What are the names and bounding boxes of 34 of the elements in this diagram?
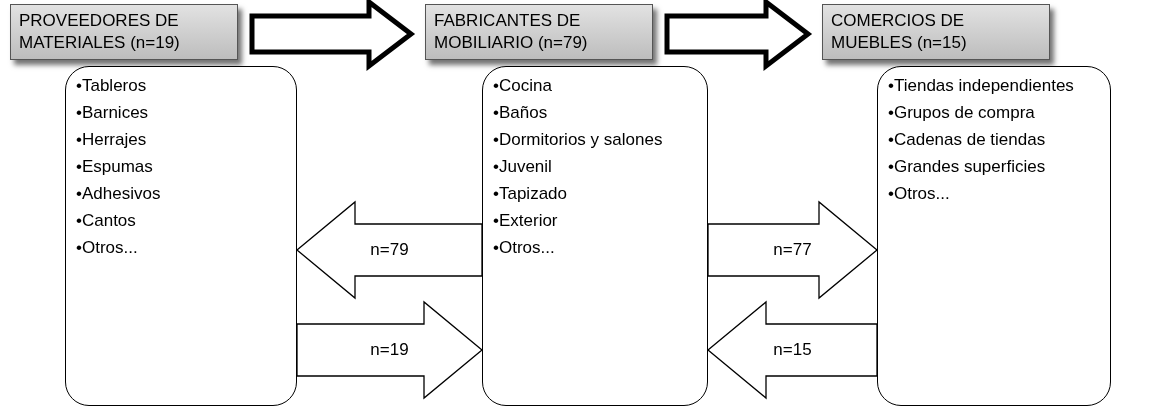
list-item: •Baños — [493, 102, 549, 124]
list-item: •Dormitorios y salones — [493, 129, 664, 151]
list-item: •Otros... — [76, 237, 139, 259]
list-item: •Herrajes — [76, 129, 148, 151]
block-arrow — [249, 0, 416, 72]
list-card — [482, 66, 708, 406]
list-item: •Tableros — [76, 75, 148, 97]
header-box — [822, 4, 1050, 60]
list-item: •Grandes superficies — [888, 156, 1047, 178]
list-item: •Tapizado — [493, 183, 568, 205]
list-card — [65, 66, 297, 406]
list-item: •Cadenas de tiendas — [888, 129, 1047, 151]
header-text: FABRICANTES DE MOBILIARIO (n=79) — [434, 10, 589, 54]
block-arrow — [707, 200, 878, 300]
list-item: •Grupos de compra — [888, 102, 1036, 124]
list-card — [877, 66, 1111, 406]
list-item: •Barnices — [76, 102, 150, 124]
list-item: •Adhesivos — [76, 183, 162, 205]
header-text: COMERCIOS DE MUEBLES (n=15) — [831, 10, 968, 54]
list-item: •Exterior — [493, 210, 559, 232]
list-item: •Otros... — [493, 237, 556, 259]
block-arrow — [707, 300, 878, 400]
header-box — [10, 4, 238, 60]
list-item: •Cantos — [76, 210, 137, 232]
block-arrow — [296, 200, 483, 300]
list-item: •Espumas — [76, 156, 154, 178]
list-item: •Tiendas independientes — [888, 75, 1075, 97]
list-item: •Cocina — [493, 75, 553, 97]
list-item: •Otros... — [888, 183, 951, 205]
block-arrow — [296, 300, 483, 400]
header-text: PROVEEDORES DE MATERIALES (n=19) — [19, 10, 181, 54]
list-item: •Juvenil — [493, 156, 553, 178]
header-box — [425, 4, 653, 60]
block-arrow — [664, 0, 813, 72]
